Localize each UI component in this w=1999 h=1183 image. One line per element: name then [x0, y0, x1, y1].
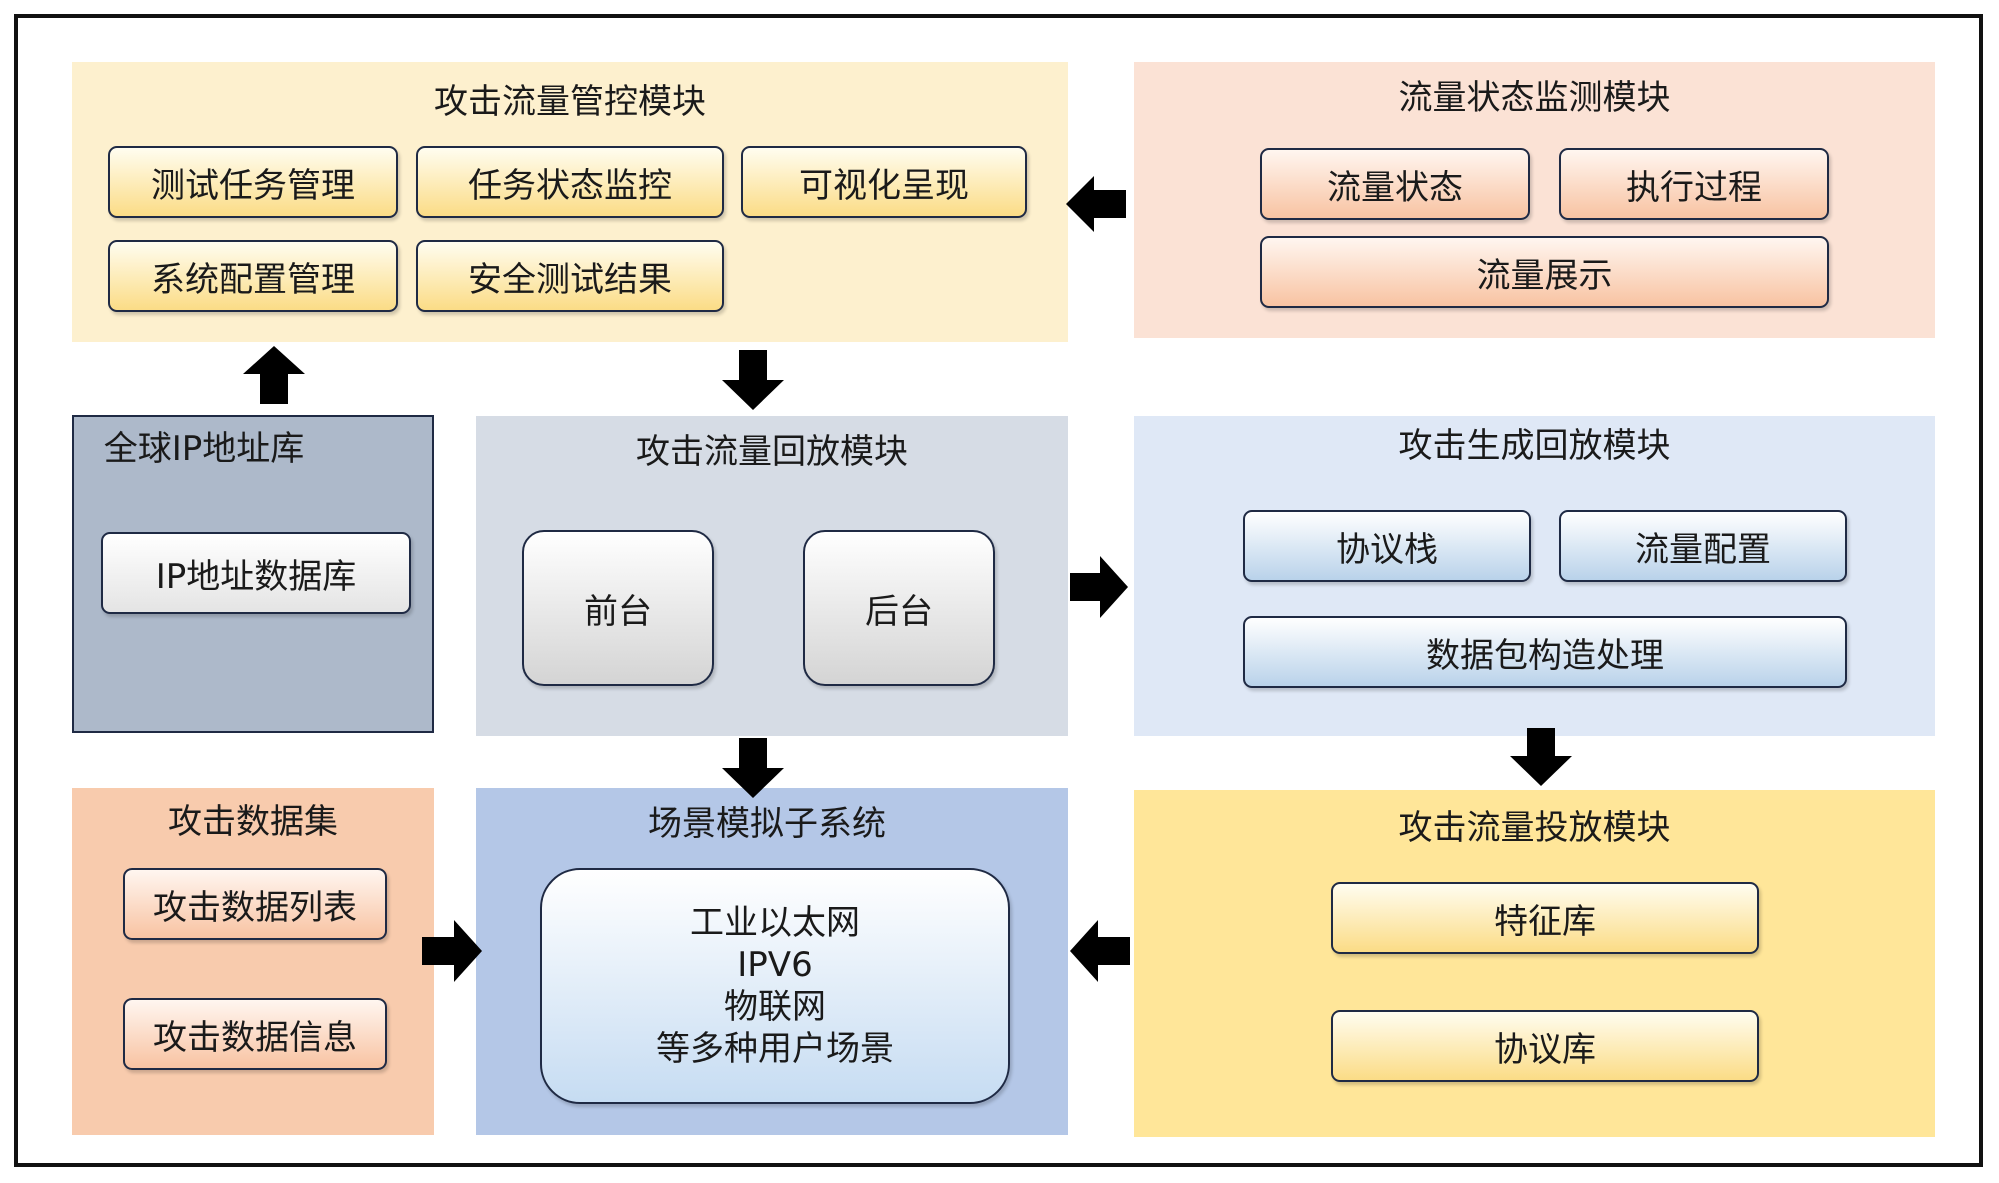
attack-data-info-box: 攻击数据信息	[123, 998, 387, 1070]
attack-dataset-module: 攻击数据集 攻击数据列表 攻击数据信息	[72, 788, 434, 1135]
scene-simulation-title: 场景模拟子系统	[648, 804, 886, 844]
scenario-line-ipv6: IPV6	[737, 945, 813, 985]
attack-dataset-title: 攻击数据集	[168, 802, 338, 842]
traffic-delivery-module: 攻击流量投放模块 特征库 协议库	[1134, 790, 1935, 1137]
test-task-management-box: 测试任务管理	[108, 146, 398, 218]
scene-simulation-module: 场景模拟子系统 工业以太网 IPV6 物联网 等多种用户场景	[476, 788, 1068, 1135]
traffic-monitor-module: 流量状态监测模块 流量状态 执行过程 流量展示	[1134, 62, 1935, 338]
ip-library-title: 全球IP地址库	[103, 429, 305, 469]
arrow-dataset-to-scene	[422, 920, 482, 982]
protocol-stack-box: 协议栈	[1243, 510, 1531, 582]
arrow-control-to-replay	[722, 350, 784, 410]
traffic-replay-module: 攻击流量回放模块 前台 后台	[476, 416, 1068, 736]
attack-data-list-box: 攻击数据列表	[123, 868, 387, 940]
security-test-result-box: 安全测试结果	[416, 240, 724, 312]
ip-library-module: 全球IP地址库 IP地址数据库	[72, 415, 434, 733]
traffic-control-module: 攻击流量管控模块 测试任务管理 任务状态监控 可视化呈现 系统配置管理 安全测试…	[72, 62, 1068, 342]
frontend-box: 前台	[522, 530, 714, 686]
arrow-replay-to-scene	[722, 738, 784, 798]
protocol-library-box: 协议库	[1331, 1010, 1759, 1082]
visualization-box: 可视化呈现	[741, 146, 1027, 218]
scenario-line-industrial-ethernet: 工业以太网	[690, 903, 860, 943]
attack-generation-title: 攻击生成回放模块	[1398, 426, 1671, 466]
feature-library-box: 特征库	[1331, 882, 1759, 954]
traffic-monitor-title: 流量状态监测模块	[1398, 78, 1671, 118]
attack-generation-module: 攻击生成回放模块 协议栈 流量配置 数据包构造处理	[1134, 416, 1935, 736]
execution-process-box: 执行过程	[1559, 148, 1829, 220]
ip-database-box: IP地址数据库	[101, 532, 411, 614]
task-status-monitor-box: 任务状态监控	[416, 146, 724, 218]
arrow-replay-to-generation	[1070, 556, 1128, 618]
traffic-display-box: 流量展示	[1260, 236, 1829, 308]
system-config-management-box: 系统配置管理	[108, 240, 398, 312]
traffic-config-box: 流量配置	[1559, 510, 1847, 582]
packet-construction-box: 数据包构造处理	[1243, 616, 1847, 688]
traffic-delivery-title: 攻击流量投放模块	[1398, 808, 1671, 848]
backend-box: 后台	[803, 530, 995, 686]
traffic-replay-title: 攻击流量回放模块	[636, 432, 908, 472]
arrow-delivery-to-scene	[1070, 920, 1130, 982]
arrow-ip-to-control	[243, 346, 305, 404]
scenario-line-iot: 物联网	[724, 987, 826, 1027]
traffic-control-title: 攻击流量管控模块	[434, 82, 706, 122]
scenario-line-more: 等多种用户场景	[656, 1029, 894, 1069]
user-scenarios-box: 工业以太网 IPV6 物联网 等多种用户场景	[540, 868, 1010, 1104]
arrow-monitor-to-control	[1066, 176, 1126, 232]
arrow-generation-to-delivery	[1510, 728, 1572, 786]
traffic-status-box: 流量状态	[1260, 148, 1530, 220]
